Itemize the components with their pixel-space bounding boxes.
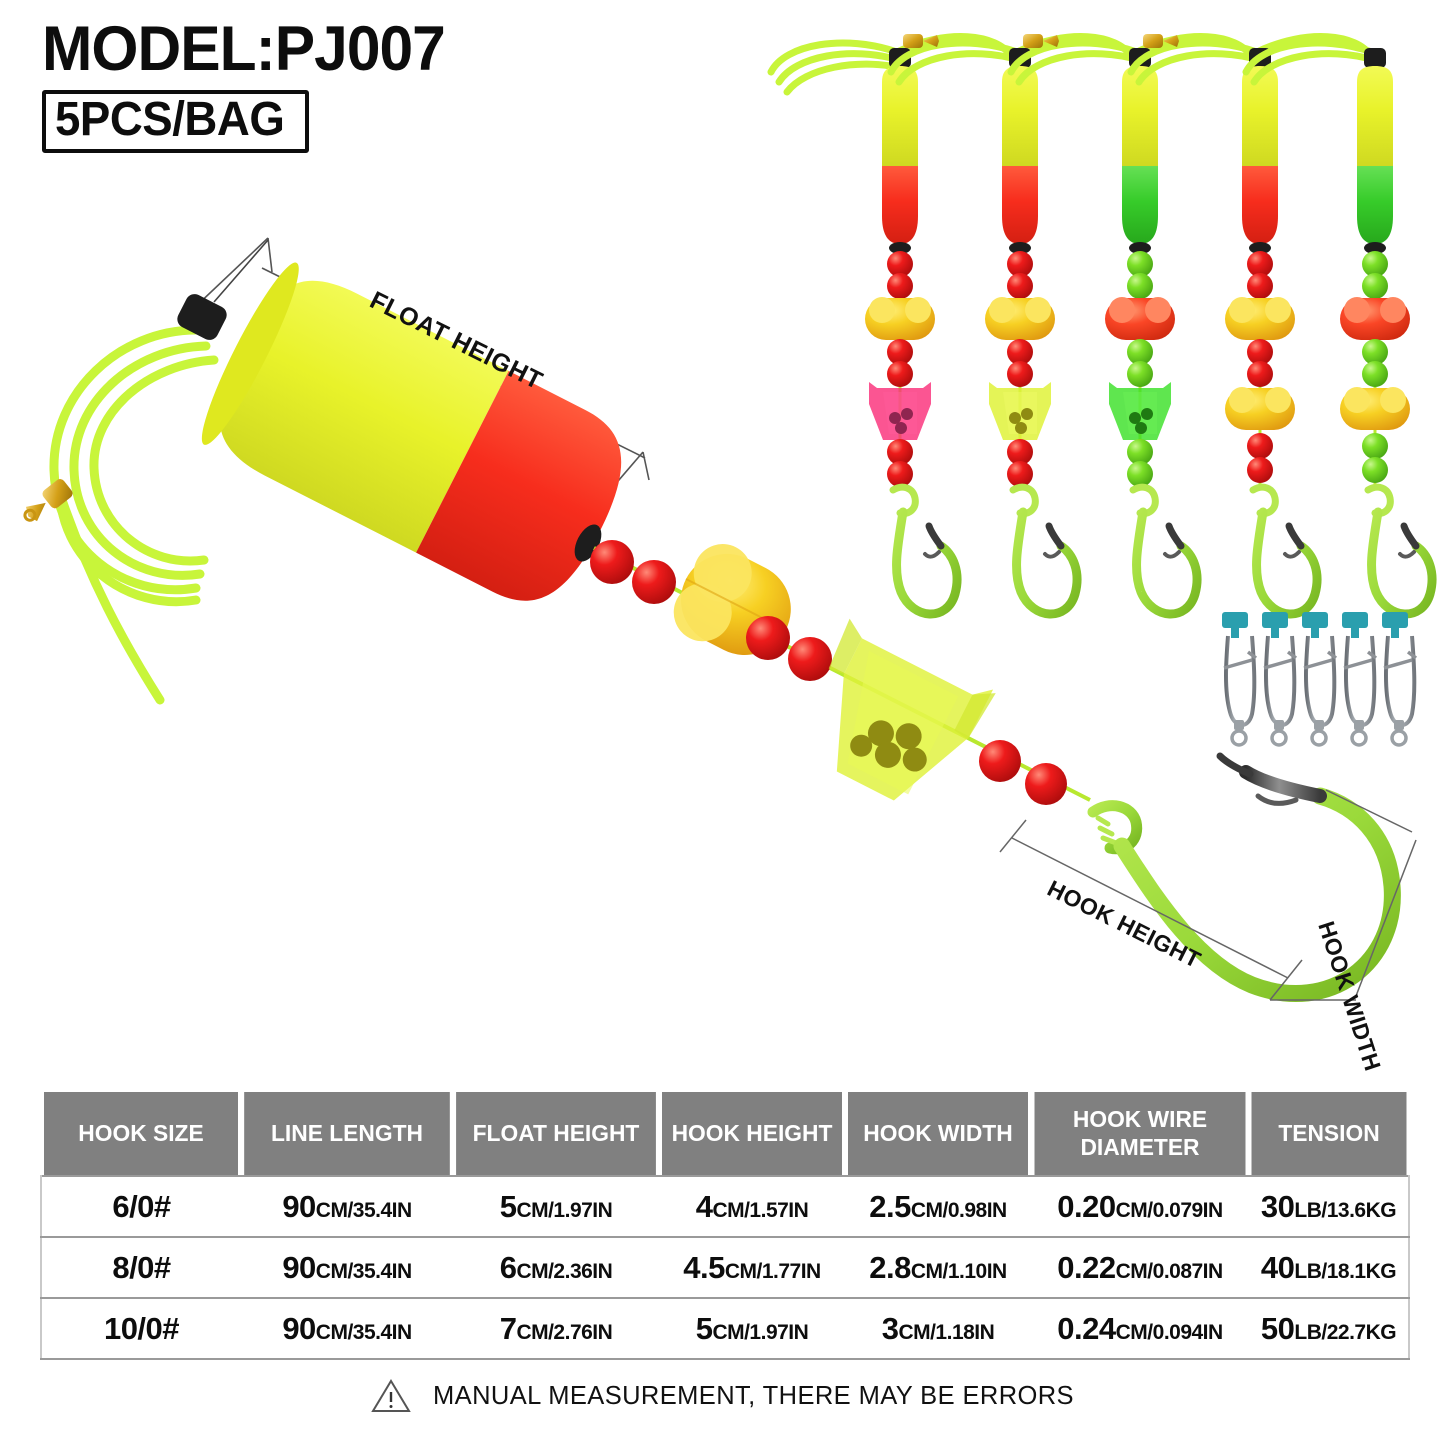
cell-float-height: 6CM/2.36IN	[453, 1237, 659, 1300]
rig-gold-swivel	[903, 34, 939, 48]
cell-hook-height: 4.5CM/1.77IN	[659, 1237, 845, 1300]
rig-bell	[869, 382, 931, 440]
header-block: MODEL:PJ007 5PCS/BAG	[42, 14, 462, 154]
rig-variants-row	[767, 33, 1437, 619]
leader-line-coil	[49, 325, 219, 705]
snap-swivel-clip	[1342, 612, 1378, 747]
hook-point-steel	[1239, 765, 1327, 803]
hook-barb	[1255, 793, 1299, 806]
rig-line-coil	[1242, 39, 1378, 86]
cell-line-length: 90CM/35.4IN	[241, 1298, 453, 1361]
cell-wire-diameter: 0.24CM/0.094IN	[1031, 1298, 1249, 1361]
oval-float-bead	[673, 544, 791, 655]
column-header-hook-height: HOOK HEIGHT	[661, 1092, 843, 1177]
rattle-bell	[828, 618, 996, 801]
rig-variant-4	[1127, 33, 1375, 619]
cell-float-height: 7CM/2.76IN	[453, 1298, 659, 1361]
value-hook-size: 10/0#	[103, 1310, 180, 1346]
float-top-cap	[177, 294, 227, 340]
cell-wire-diameter: 0.22CM/0.087IN	[1031, 1237, 1249, 1300]
rig-variant-5	[1242, 39, 1437, 619]
bead-group-upper	[590, 540, 676, 604]
cell-hook-size: 6/0#	[40, 1175, 241, 1239]
column-header-hook-width: HOOK WIDTH	[847, 1092, 1029, 1177]
column-header-hook-size: HOOK SIZE	[44, 1092, 238, 1177]
bead-group-lower	[979, 740, 1067, 805]
illustration-canvas	[23, 33, 1437, 1003]
pack-quantity-label: 5PCS/BAG	[55, 93, 285, 146]
table-row: 8/0# 90CM/35.4IN 6CM/2.36IN 4.5CM/1.77IN…	[40, 1237, 1410, 1300]
snap-swivel-clip	[1302, 612, 1338, 747]
cell-hook-size: 10/0#	[40, 1298, 241, 1361]
specification-table: HOOK SIZE LINE LENGTH FLOAT HEIGHT HOOK …	[40, 1092, 1410, 1361]
cell-hook-width: 3CM/1.18IN	[845, 1298, 1031, 1361]
main-rig-illustration	[23, 237, 1417, 1003]
cell-tension: 50LB/22.7KG	[1249, 1298, 1410, 1361]
cell-line-length: 90CM/35.4IN	[241, 1237, 453, 1300]
warning-triangle-icon	[371, 1379, 411, 1412]
cell-hook-height: 5CM/1.97IN	[659, 1298, 845, 1361]
table-row: 10/0# 90CM/35.4IN 7CM/2.76IN 5CM/1.97IN …	[40, 1298, 1410, 1361]
rig-bell	[989, 382, 1051, 440]
rig-variant-1	[767, 33, 1015, 619]
hook-shank-bend	[1113, 787, 1401, 1003]
cell-hook-height: 4CM/1.57IN	[659, 1175, 845, 1239]
page-title: MODEL:PJ007	[42, 14, 446, 84]
hook-width-dimension	[1270, 789, 1417, 1001]
cell-float-height: 5CM/1.97IN	[453, 1175, 659, 1239]
column-header-hook-wire-diameter: HOOK WIRE DIAMETER	[1034, 1092, 1246, 1177]
cell-line-length: 90CM/35.4IN	[241, 1175, 453, 1239]
value-hook-size: 6/0#	[112, 1188, 171, 1224]
main-hook	[1087, 752, 1401, 1003]
footnote: MANUAL MEASUREMENT, THERE MAY BE ERRORS	[0, 1378, 1445, 1414]
table-row: 6/0# 90CM/35.4IN 5CM/1.97IN 4CM/1.57IN 2…	[40, 1175, 1410, 1239]
cell-hook-width: 2.5CM/0.98IN	[845, 1175, 1031, 1239]
bead-group-mid	[746, 616, 832, 681]
cell-hook-size: 8/0#	[40, 1237, 241, 1300]
cell-wire-diameter: 0.20CM/0.079IN	[1031, 1175, 1249, 1239]
cell-hook-width: 2.8CM/1.10IN	[845, 1237, 1031, 1300]
rig-cap	[1364, 48, 1386, 68]
value-hook-size: 8/0#	[112, 1249, 171, 1285]
cell-tension: 30LB/13.6KG	[1249, 1175, 1410, 1239]
product-illustration: FLOAT HEIGHT HOOK HEIGHT HOOK WIDTH	[23, 33, 1437, 1074]
rattle-balls	[850, 720, 927, 772]
rig-gold-swivel	[1143, 34, 1179, 48]
cell-tension: 40LB/18.1KG	[1249, 1237, 1410, 1300]
table-header-row: HOOK SIZE LINE LENGTH FLOAT HEIGHT HOOK …	[41, 1092, 1409, 1177]
footnote-text: MANUAL MEASUREMENT, THERE MAY BE ERRORS	[433, 1381, 1074, 1410]
column-header-tension: TENSION	[1251, 1092, 1407, 1177]
column-header-line-length: LINE LENGTH	[244, 1092, 450, 1177]
pack-quantity-badge: 5PCS/BAG	[42, 90, 310, 154]
snap-swivel-clip	[1222, 612, 1258, 747]
main-float-body	[201, 262, 622, 601]
hook-height-dimension	[999, 819, 1303, 1001]
column-header-float-height: FLOAT HEIGHT	[456, 1092, 656, 1177]
snap-swivel-clips-row	[1222, 612, 1418, 747]
float-antenna	[213, 239, 269, 303]
gold-swivel	[23, 479, 73, 522]
snap-swivel-clip	[1262, 612, 1298, 747]
rig-gold-swivel	[1023, 34, 1059, 48]
snap-swivel-clip	[1382, 612, 1418, 747]
rig-bell	[1109, 382, 1171, 440]
